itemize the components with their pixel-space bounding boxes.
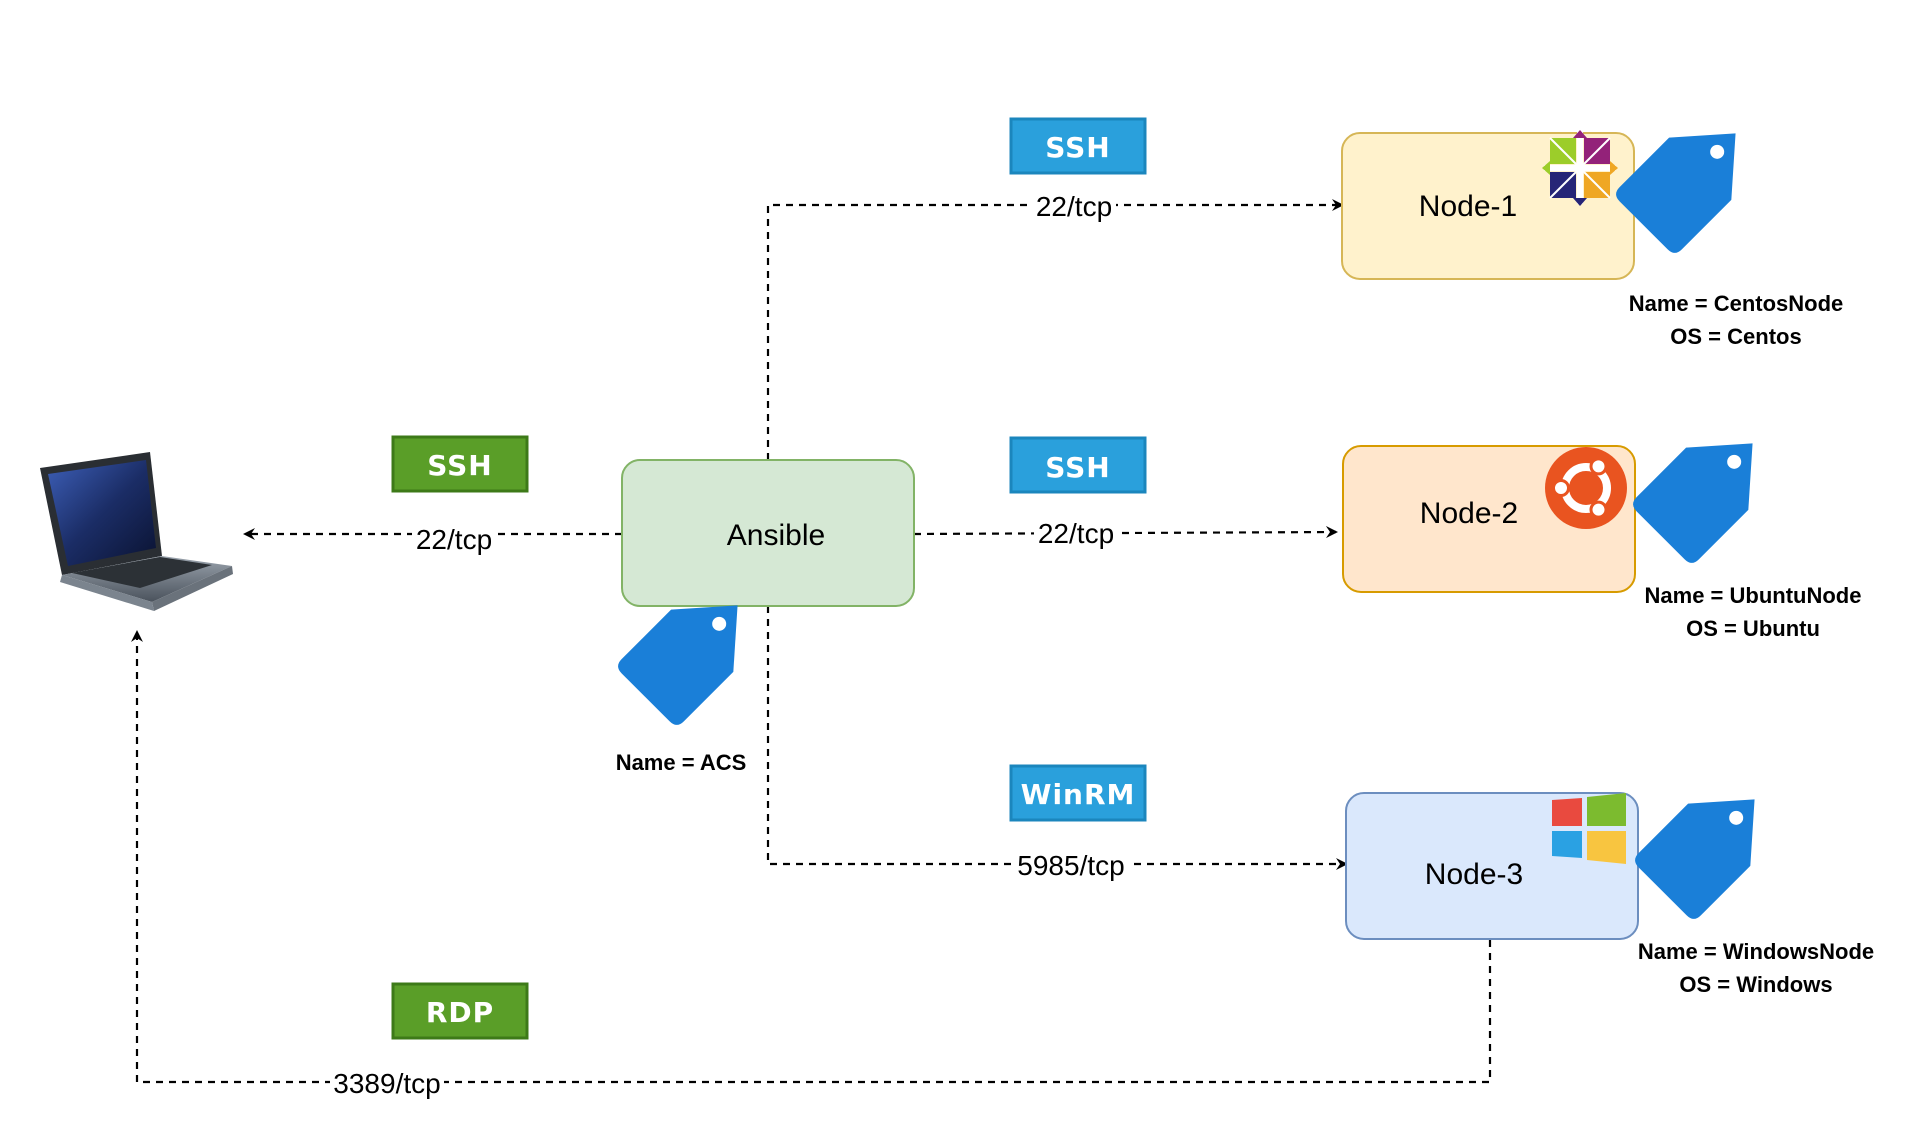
port-label-node3: 5985/tcp bbox=[1017, 850, 1124, 881]
ubuntu-logo-icon bbox=[1545, 447, 1627, 529]
price-tag-icon bbox=[1633, 443, 1753, 563]
tag-os-node3: OS = Windows bbox=[1679, 972, 1832, 997]
ssh-badge-node2: SSH bbox=[1009, 436, 1147, 494]
link-ansible-to-node2 bbox=[913, 526, 1338, 539]
tag-name-node3: Name = WindowsNode bbox=[1638, 939, 1874, 964]
tag-name-node2: Name = UbuntuNode bbox=[1645, 583, 1862, 608]
node1-label: Node-1 bbox=[1419, 190, 1517, 223]
svg-text:SSH: SSH bbox=[1045, 131, 1111, 164]
price-tag-icon bbox=[1616, 133, 1736, 253]
port-label-laptop: 22/tcp bbox=[416, 524, 492, 555]
port-label-rdp: 3389/tcp bbox=[333, 1068, 440, 1099]
port-label-node2: 22/tcp bbox=[1038, 518, 1114, 549]
ssh-badge-laptop: SSH bbox=[391, 435, 529, 493]
price-tag-icon bbox=[618, 605, 738, 725]
centos-logo-icon bbox=[1542, 130, 1618, 206]
ansible-label: Ansible bbox=[727, 519, 825, 552]
price-tag-icon bbox=[1635, 799, 1755, 919]
ansible-node[interactable] bbox=[621, 459, 915, 607]
link-ansible-to-node3 bbox=[766, 606, 1348, 870]
svg-text:SSH: SSH bbox=[427, 449, 493, 482]
winrm-badge-node3: WinRM bbox=[1009, 764, 1147, 822]
laptop-icon bbox=[40, 452, 233, 611]
ssh-badge-node1: SSH bbox=[1009, 117, 1147, 175]
rdp-badge-laptop: RDP bbox=[391, 982, 529, 1040]
port-label-node1: 22/tcp bbox=[1036, 191, 1112, 222]
tag-name-node1: Name = CentosNode bbox=[1629, 291, 1844, 316]
svg-text:SSH: SSH bbox=[1045, 451, 1111, 484]
link-ansible-to-node1 bbox=[766, 199, 1344, 460]
node2-label: Node-2 bbox=[1420, 497, 1518, 530]
node3-label: Node-3 bbox=[1425, 858, 1523, 891]
svg-text:WinRM: WinRM bbox=[1021, 778, 1136, 811]
tag-os-node2: OS = Ubuntu bbox=[1686, 616, 1820, 641]
tag-name-ansible: Name = ACS bbox=[616, 750, 747, 775]
windows-logo-icon bbox=[1552, 793, 1626, 864]
tag-os-node1: OS = Centos bbox=[1670, 324, 1801, 349]
link-node3-to-laptop bbox=[131, 630, 1492, 1084]
svg-text:RDP: RDP bbox=[426, 996, 494, 1029]
